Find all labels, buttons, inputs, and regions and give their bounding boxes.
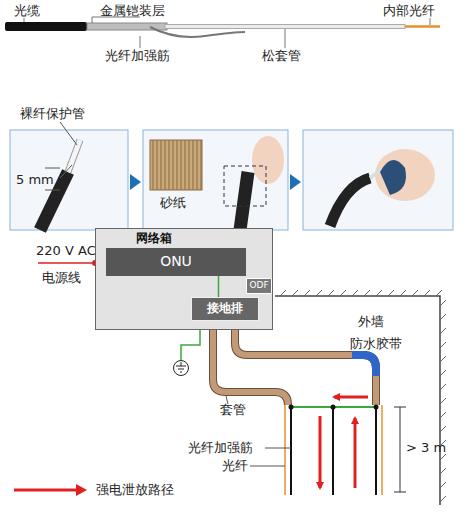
- discharge-arrows: [320, 397, 368, 488]
- text-label: 电源线: [42, 270, 81, 285]
- ground-wire: [218, 276, 220, 297]
- node-text: 接地排: [207, 302, 243, 315]
- legend-text: 强电泄放路径: [96, 481, 174, 499]
- text-label: 内部光纤: [383, 3, 435, 18]
- text-label: 光纤加强筋: [105, 48, 170, 63]
- odf-box: ODF: [246, 278, 272, 294]
- text-label: 裸纤保护管: [20, 106, 85, 121]
- text-label: 光缆: [14, 3, 40, 18]
- node-text: 网络箱: [136, 232, 272, 245]
- outer-wall: [275, 290, 446, 505]
- conduits: [213, 320, 376, 405]
- text-label: 5 mm: [16, 172, 54, 187]
- dimension-line: [394, 407, 406, 492]
- legend-row: 强电泄放路径: [12, 481, 174, 499]
- legend-arrow: [12, 483, 88, 497]
- text-label: 防水胶带: [350, 336, 402, 351]
- cable-illustration: [5, 17, 440, 48]
- text-label: > 3 m: [406, 440, 446, 455]
- text-label: 套管: [220, 402, 246, 417]
- node-text: ODF: [249, 281, 268, 291]
- text-label: 光纤加强筋: [188, 440, 253, 455]
- text-label: 220 V AC: [36, 243, 96, 258]
- power-line: [38, 262, 95, 264]
- grounding-bar: 接地排: [191, 297, 259, 321]
- text-label: 外墙: [358, 314, 384, 329]
- text-label: 金属铠装层: [100, 3, 165, 18]
- network-box: 网络箱 ONU ODF 接地排: [95, 228, 273, 330]
- onu-box: ONU: [106, 248, 246, 276]
- text-label: 松套管: [262, 48, 301, 63]
- text-label: 砂纸: [160, 195, 186, 210]
- node-text: ONU: [160, 254, 192, 269]
- text-label: 光纤: [222, 458, 248, 473]
- step-panels: [10, 122, 453, 230]
